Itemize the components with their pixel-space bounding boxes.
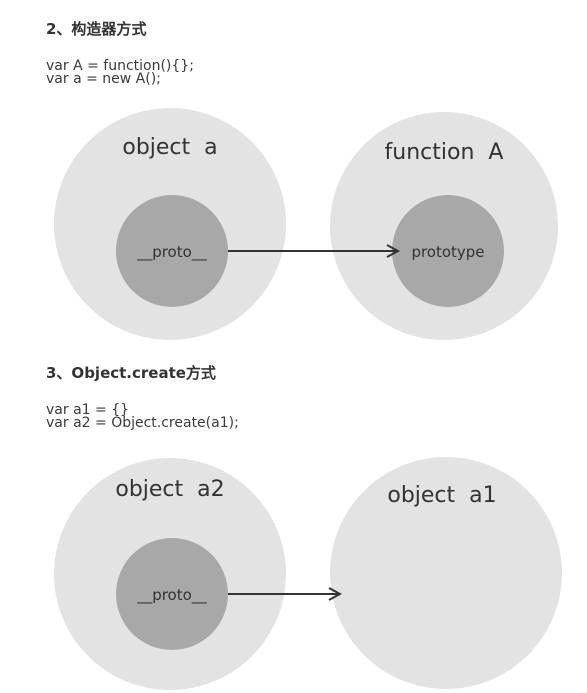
prototype-circle: [392, 195, 504, 307]
section-3-code: var a1 = {}var a2 = Object.create(a1);: [46, 402, 239, 431]
section-3-title: 3、Object.create方式: [46, 364, 216, 382]
prototype-label: prototype: [411, 243, 484, 261]
code-line: var A = function(){};: [46, 58, 194, 74]
code-line: var a2 = Object.create(a1);: [46, 415, 239, 431]
code-line: var a = new A();: [46, 71, 161, 87]
object-a1-label: object a1: [387, 483, 496, 508]
proto-label-a2: __proto__: [136, 586, 207, 605]
section-2-title: 2、构造器方式: [46, 20, 147, 38]
object-a1-circle: [330, 457, 562, 689]
object-a-label: object a: [122, 135, 217, 160]
section-2-code: var A = function(){};var a = new A();: [46, 58, 194, 87]
proto-label: __proto__: [136, 243, 207, 262]
object-a2-label: object a2: [115, 477, 224, 502]
code-line: var a1 = {}: [46, 402, 130, 418]
proto-circle: [116, 195, 228, 307]
proto-circle-a2: [116, 538, 228, 650]
function-a-label: function A: [385, 140, 504, 165]
